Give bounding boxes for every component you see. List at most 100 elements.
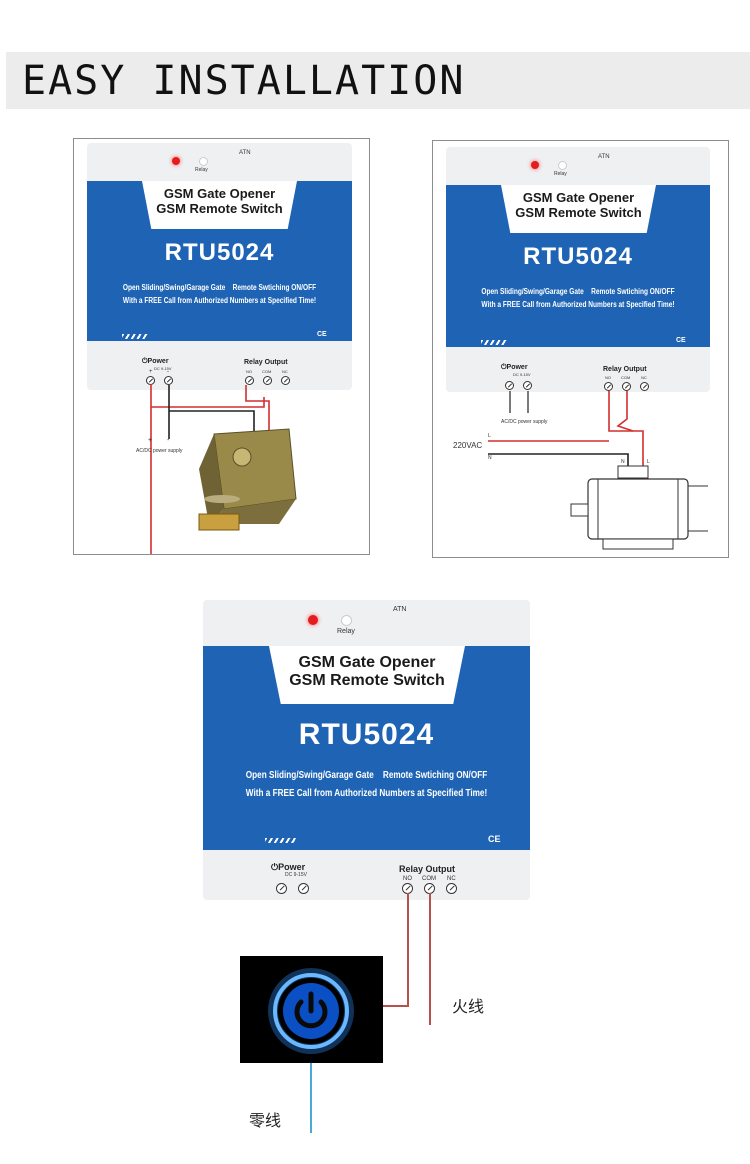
- relay-led-label: Relay: [195, 167, 208, 173]
- motor: [570, 465, 708, 550]
- terminal-com: [622, 382, 631, 391]
- terminal-no: [245, 376, 254, 385]
- supply-plus: +: [148, 437, 153, 444]
- device-rtu5024: Relay ATN GSM Gate Opener GSM Remote Swi…: [87, 143, 352, 390]
- relay-led: [341, 615, 352, 626]
- electric-lock: [198, 428, 297, 531]
- blue-panel: GSM Gate Opener GSM Remote Switch RTU502…: [446, 185, 710, 347]
- diagram-motor: Relay ATN GSM Gate Opener GSM Remote Swi…: [432, 140, 729, 558]
- signal-led: [172, 157, 180, 165]
- description-line-2: With a FREE Call from Authorized Numbers…: [122, 296, 317, 305]
- description-line-1: Open Sliding/Swing/Garage Gate Remote Sw…: [481, 287, 675, 296]
- title-line-1: GSM Gate Opener: [298, 654, 436, 671]
- relay-no-label: NO: [605, 375, 611, 380]
- terminal-minus: [523, 381, 532, 390]
- model-name: RTU5024: [164, 239, 275, 266]
- relay-nc-label: NC: [282, 369, 288, 374]
- blue-panel: GSM Gate Opener GSM Remote Switch RTU502…: [87, 181, 352, 341]
- supply-label: AC/DC power supply: [136, 448, 183, 454]
- ce-mark: CE: [676, 337, 686, 344]
- model-name: RTU5024: [523, 243, 633, 270]
- motor-n-label: N: [621, 459, 625, 465]
- relay-output-label: Relay Output: [244, 359, 288, 366]
- hatch-mark: [481, 340, 507, 345]
- power-label-text: Power: [278, 862, 306, 872]
- diagram-lock: Relay ATN GSM Gate Opener GSM Remote Swi…: [73, 138, 370, 555]
- wiring-motor: [488, 391, 708, 550]
- power-label-text: Power: [506, 364, 528, 371]
- power-icon: ⏻: [501, 364, 507, 371]
- title-tab: GSM Gate Opener GSM Remote Switch: [501, 185, 656, 233]
- terminal-plus: [276, 883, 287, 894]
- terminal-minus: [298, 883, 309, 894]
- hatch-mark: [122, 334, 148, 339]
- title-tab: GSM Gate Opener GSM Remote Switch: [269, 646, 465, 704]
- ce-mark: CE: [488, 834, 501, 844]
- description-line-1: Open Sliding/Swing/Garage Gate Remote Sw…: [245, 770, 488, 781]
- title-line-2: GSM Remote Switch: [156, 200, 283, 216]
- power-icon: ⏻: [271, 862, 279, 872]
- power-minus: -: [167, 369, 169, 375]
- page-title: EASY INSTALLATION: [22, 58, 466, 104]
- line-l-label: L: [488, 433, 491, 439]
- relay-led: [558, 161, 567, 170]
- title-line-1: GSM Gate Opener: [522, 190, 635, 205]
- power-label: ⏻Power: [142, 358, 169, 366]
- relay-com-label: COM: [262, 369, 272, 374]
- touch-switch: [240, 956, 383, 1063]
- power-label-text: Power: [147, 358, 169, 365]
- power-plus: +: [149, 369, 153, 375]
- device-rtu5024: Relay ATN GSM Gate Opener GSM Remote Swi…: [446, 147, 710, 392]
- header-banner: EASY INSTALLATION: [6, 52, 750, 109]
- terminal-com: [263, 376, 272, 385]
- antenna-label: ATN: [393, 606, 407, 613]
- supply-label: AC/DC power supply: [501, 419, 548, 425]
- relay-no-label: NO: [403, 876, 412, 882]
- terminal-no: [604, 382, 613, 391]
- blue-panel: GSM Gate Opener GSM Remote Switch RTU502…: [203, 646, 530, 850]
- relay-com-label: COM: [422, 876, 436, 882]
- power-spec: DC 9-15V: [154, 366, 172, 371]
- relay-nc-label: NC: [641, 375, 647, 380]
- relay-no-label: NO: [246, 369, 252, 374]
- relay-led-label: Relay: [554, 171, 567, 177]
- relay-com-label: COM: [621, 375, 631, 380]
- power-spec: DC 9-15V: [285, 872, 307, 878]
- neutral-wire-label: 零线: [249, 1111, 282, 1130]
- power-icon: ⏻: [142, 358, 148, 365]
- relay-output-label: Relay Output: [399, 864, 456, 874]
- description-line-2: With a FREE Call from Authorized Numbers…: [245, 788, 488, 799]
- description-line-2: With a FREE Call from Authorized Numbers…: [481, 300, 675, 309]
- title-line-2: GSM Remote Switch: [289, 672, 445, 690]
- relay-output-label: Relay Output: [603, 366, 647, 373]
- terminal-minus: [164, 376, 173, 385]
- voltage-label: 220VAC: [453, 441, 483, 450]
- wiring-lock: [150, 384, 297, 554]
- line-n-label: N: [488, 455, 492, 461]
- hatch-mark: [265, 838, 297, 843]
- motor-l-label: L: [647, 459, 650, 465]
- power-button-icon: [268, 968, 354, 1054]
- supply-minus: -: [167, 437, 170, 444]
- power-spec: DC 9-15V: [513, 372, 531, 377]
- description-line-1: Open Sliding/Swing/Garage Gate Remote Sw…: [122, 283, 317, 292]
- antenna-label: ATN: [598, 154, 610, 160]
- title-line-1: GSM Gate Opener: [163, 186, 276, 201]
- description: Open Sliding/Swing/Garage Gate Remote Sw…: [111, 283, 328, 305]
- description: Open Sliding/Swing/Garage Gate Remote Sw…: [470, 287, 686, 309]
- relay-led-label: Relay: [337, 628, 355, 635]
- live-wire-label: 火线: [452, 997, 485, 1016]
- relay-led: [199, 157, 208, 166]
- model-name: RTU5024: [298, 718, 435, 751]
- antenna-label: ATN: [239, 150, 251, 156]
- terminal-plus: [505, 381, 514, 390]
- relay-nc-label: NC: [447, 876, 456, 882]
- terminal-nc: [446, 883, 457, 894]
- device-rtu5024-large: Relay ATN GSM Gate Opener GSM Remote Swi…: [203, 600, 530, 900]
- power-label: ⏻Power: [501, 364, 528, 372]
- signal-led: [308, 615, 318, 625]
- ce-mark: CE: [317, 331, 327, 338]
- power-label: ⏻Power: [271, 862, 305, 873]
- title-line-2: GSM Remote Switch: [515, 204, 642, 220]
